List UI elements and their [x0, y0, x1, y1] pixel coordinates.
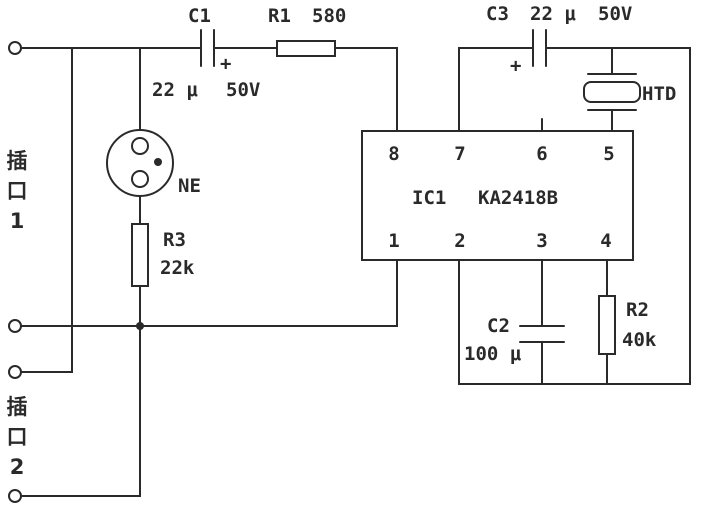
ic1-pin-5: 5 — [603, 143, 614, 165]
c1-plus: + — [220, 53, 231, 75]
r2-name: R2 — [626, 299, 649, 321]
c3-label: C3 — [486, 3, 509, 25]
svg-text:1: 1 — [10, 209, 25, 233]
c1-label: C1 — [188, 5, 211, 27]
junction-dot — [136, 322, 144, 330]
svg-text:插: 插 — [7, 149, 28, 173]
r3-value: 22k — [160, 257, 195, 279]
svg-text:2: 2 — [10, 455, 25, 479]
port2-terminal-bottom[interactable] — [8, 489, 22, 503]
port1-label: 插 口 1 — [7, 149, 28, 233]
c3-value: 22 μ — [530, 3, 576, 25]
ne-label: NE — [178, 175, 201, 197]
ic1-pin-1: 1 — [388, 230, 399, 252]
svg-text:口: 口 — [7, 179, 28, 203]
c2-value: 100 μ — [464, 343, 522, 365]
capacitor-c2 — [519, 325, 565, 343]
ic1-pin-2: 2 — [454, 230, 465, 252]
ic1-pin-8: 8 — [388, 143, 399, 165]
ic1-pin-7: 7 — [454, 143, 465, 165]
c1-value: 22 μ — [152, 79, 198, 101]
capacitor-c3 — [532, 29, 547, 67]
ic1-name: IC1 — [412, 187, 446, 209]
htd-label: HTD — [642, 83, 676, 105]
svg-text:插: 插 — [7, 395, 28, 419]
port1-terminal-top[interactable] — [8, 41, 22, 55]
c2-name: C2 — [487, 315, 510, 337]
terminals — [8, 41, 22, 503]
htd-buzzer — [583, 73, 641, 111]
wires — [21, 47, 691, 497]
ic1-pin-4: 4 — [600, 230, 611, 252]
r3-name: R3 — [163, 229, 186, 251]
ic1-body — [361, 130, 634, 261]
ic1-pin-6: 6 — [536, 143, 547, 165]
ic1-part: KA2418B — [478, 187, 558, 209]
r1-value: 580 — [312, 5, 346, 27]
svg-text:口: 口 — [7, 425, 28, 449]
c3-plus: + — [510, 55, 521, 77]
resistor-r3 — [131, 223, 149, 287]
ic1-pin-3: 3 — [536, 230, 547, 252]
c3-voltage: 50V — [598, 3, 632, 25]
c1-voltage: 50V — [226, 79, 260, 101]
r1-name: R1 — [268, 5, 291, 27]
resistor-r2 — [598, 295, 616, 355]
port2-terminal-top[interactable] — [8, 365, 22, 379]
port2-label: 插 口 2 — [7, 395, 28, 479]
resistor-r1 — [276, 40, 336, 57]
neon-lamp-ne — [106, 129, 174, 197]
capacitor-c1 — [200, 29, 215, 67]
port1-terminal-bottom[interactable] — [8, 319, 22, 333]
r2-value: 40k — [622, 329, 657, 351]
